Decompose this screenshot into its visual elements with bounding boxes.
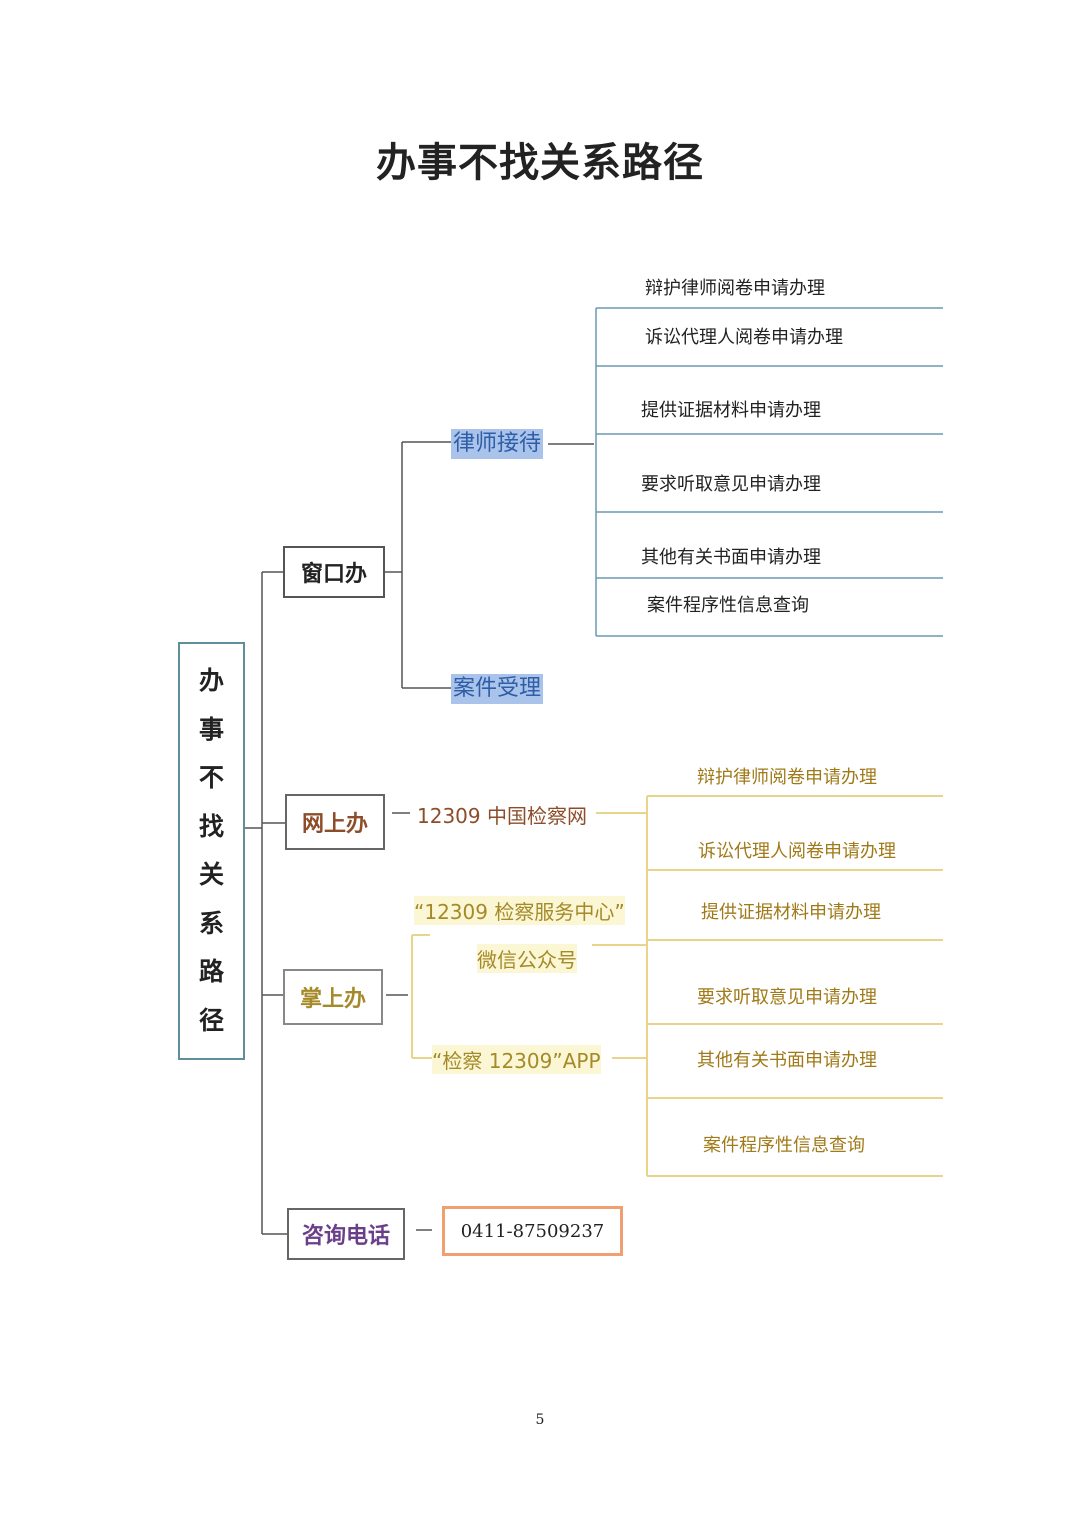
root-char: 找: [198, 811, 224, 841]
app-node: “检察 12309”APP: [432, 1045, 601, 1074]
online-item: 辩护律师阅卷申请办理: [697, 767, 877, 788]
mobile-node: 掌上办: [283, 969, 383, 1025]
online-node: 网上办: [285, 794, 385, 850]
wechat-node-line2: 微信公众号: [477, 944, 577, 973]
lawyer-reception-node: 律师接待: [451, 429, 544, 459]
window-item: 辩护律师阅卷申请办理: [645, 278, 825, 299]
window-item: 诉讼代理人阅卷申请办理: [645, 327, 843, 348]
page-title: 办事不找关系路径: [376, 139, 704, 186]
online-item: 其他有关书面申请办理: [697, 1050, 877, 1071]
window-node: 窗口办: [283, 546, 385, 598]
online-item: 要求听取意见申请办理: [697, 987, 877, 1008]
online-item: 诉讼代理人阅卷申请办理: [698, 841, 896, 862]
root-char: 系: [198, 908, 224, 938]
wechat-node-line1: “12309 检察服务中心”: [414, 896, 625, 925]
online-site-node: 12309 中国检察网: [417, 804, 587, 828]
online-item: 案件程序性信息查询: [703, 1135, 865, 1156]
window-item: 其他有关书面申请办理: [641, 547, 821, 568]
root-char: 关: [198, 860, 224, 889]
root-char: 事: [198, 714, 224, 744]
phone-node: 咨询电话: [287, 1208, 405, 1260]
window-item: 要求听取意见申请办理: [641, 474, 821, 495]
root-char: 径: [198, 1005, 224, 1035]
online-item: 提供证据材料申请办理: [701, 902, 881, 923]
window-item: 案件程序性信息查询: [647, 595, 809, 616]
root-char: 不: [198, 763, 224, 792]
root-char: 路: [198, 957, 224, 986]
root-node: 办 事 不 找 关 系 路 径: [178, 642, 245, 1060]
window-item: 提供证据材料申请办理: [641, 400, 821, 421]
phone-number: 0411-87509237: [442, 1206, 623, 1256]
page-number: 5: [535, 1412, 545, 1428]
root-char: 办: [198, 666, 224, 695]
case-acceptance-node: 案件受理: [451, 674, 544, 704]
